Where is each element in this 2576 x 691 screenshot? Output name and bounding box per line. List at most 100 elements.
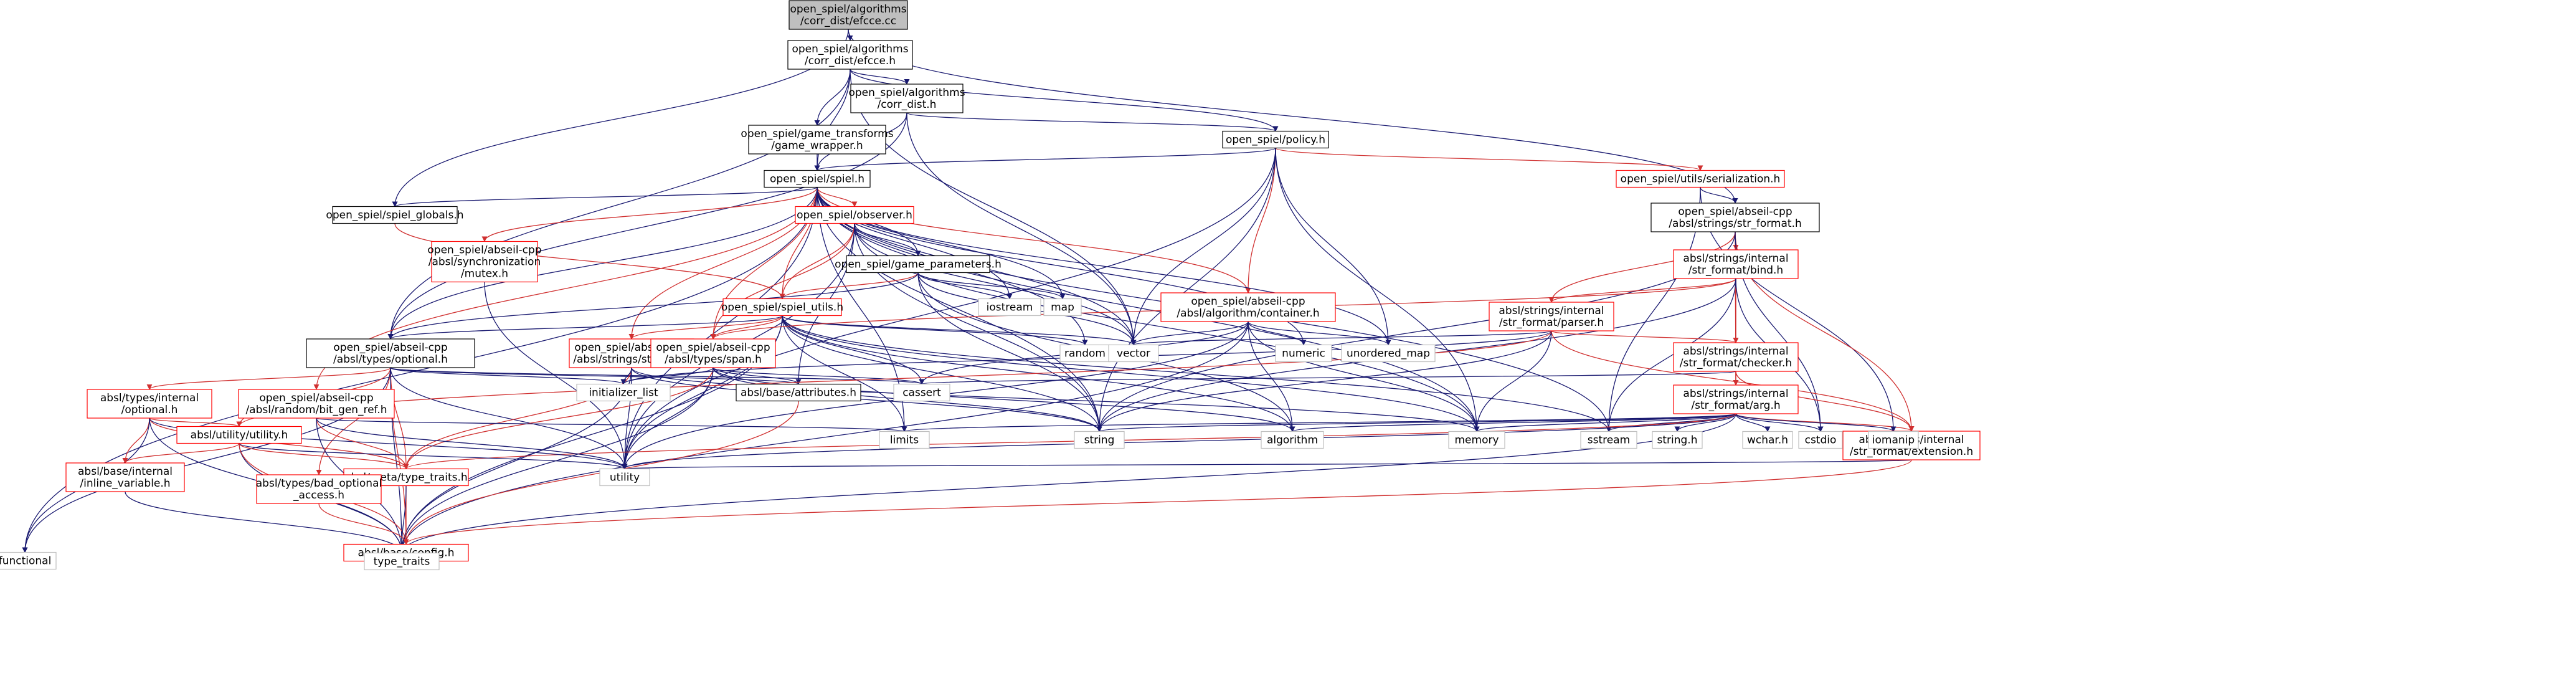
dependency-edge <box>392 186 818 207</box>
header-file-node[interactable]: open_spiel/observer.h <box>795 206 914 224</box>
node-label: open_spiel/game_transforms <box>741 128 893 140</box>
dependency-edge <box>1606 278 1736 432</box>
node-box <box>1160 292 1336 322</box>
dependency-edge-line <box>779 272 919 300</box>
dependency-edge-line <box>1097 413 1736 432</box>
dependency-edge <box>1275 148 1391 346</box>
dependency-edge <box>316 417 628 470</box>
header-file-node[interactable]: open_spiel/game_parameters.h <box>835 255 1002 274</box>
header-file-node[interactable]: open_spiel/abseil-cpp/absl/types/span.h <box>650 338 776 368</box>
node-label: sstream <box>1588 434 1630 447</box>
header-file-node[interactable]: absl/strings/internal/str_format/checker… <box>1673 342 1799 372</box>
system-header-node: utility <box>599 468 650 487</box>
node-box <box>238 389 395 419</box>
node-label: /corr_dist.h <box>878 98 937 111</box>
dependency-edge <box>1275 148 1480 432</box>
header-file-node[interactable]: absl/base/internal/inline_variable.h <box>65 462 185 492</box>
dependency-edge <box>814 147 1276 171</box>
dependency-edge-line <box>782 315 1088 346</box>
node-label: _access.h <box>293 489 344 502</box>
dependency-edge <box>316 417 907 432</box>
dependency-edge-line <box>906 112 1279 132</box>
dependency-edge <box>902 413 1736 432</box>
header-file-node[interactable]: open_spiel/abseil-cpp/absl/synchronizati… <box>427 241 542 283</box>
header-file-node[interactable]: open_spiel/policy.h <box>1222 130 1329 149</box>
dependency-edge <box>917 272 1013 300</box>
header-file-node[interactable]: open_spiel/abseil-cpp/absl/algorithm/con… <box>1160 292 1336 322</box>
dependency-edge-line <box>817 187 1102 432</box>
header-file-node[interactable]: absl/types/internal/optional.h <box>87 389 212 419</box>
dependency-edge <box>399 367 632 554</box>
dependency-edge <box>814 69 851 126</box>
header-file-node[interactable]: open_spiel/game_transforms/game_wrapper.… <box>741 125 894 155</box>
node-label: limits <box>890 434 919 447</box>
system-header-node: unordered_map <box>1341 344 1436 363</box>
node-label: absl/utility/utility.h <box>191 429 288 442</box>
dependency-edge-line <box>1735 413 1896 432</box>
dependency-edge <box>622 413 1736 470</box>
node-label: numeric <box>1282 348 1325 360</box>
header-file-node[interactable]: absl/strings/internal/str_format/arg.h <box>1673 384 1799 414</box>
dependency-edge <box>239 442 628 470</box>
dependency-edge <box>917 272 1066 300</box>
dependency-edge-line <box>1130 148 1276 346</box>
dependency-edge-line <box>1275 148 1480 432</box>
header-file-node[interactable]: open_spiel/abseil-cpp/absl/strings/str_f… <box>1650 203 1820 232</box>
dependency-edge-line <box>399 485 407 554</box>
header-file-node[interactable]: open_spiel/spiel_globals.h <box>326 206 464 224</box>
dependency-edge <box>1096 231 1736 432</box>
header-file-node[interactable]: open_spiel/utils/serialization.h <box>1616 169 1785 188</box>
dependency-edge-line <box>390 367 627 385</box>
dependency-edge-line <box>779 223 855 300</box>
dependency-edge <box>403 367 632 470</box>
node-box <box>1798 431 1843 449</box>
header-file-node[interactable]: absl/strings/internal/str_format/bind.h <box>1673 249 1799 279</box>
dependency-edge <box>1130 330 1552 346</box>
dependency-edge <box>481 187 818 242</box>
node-label: open_spiel/spiel_globals.h <box>326 209 463 222</box>
dependency-edge-line <box>817 187 858 207</box>
node-label: /mutex.h <box>461 268 508 280</box>
dependency-edge-line <box>1096 148 1276 432</box>
dependency-edge-line <box>710 223 855 340</box>
dependency-edge <box>22 187 818 553</box>
header-file-node[interactable]: absl/strings/internal/str_format/parser.… <box>1489 302 1614 331</box>
system-header-node: iomanip <box>1868 431 1919 449</box>
dependency-edge-line <box>1245 148 1276 293</box>
dependency-edge-line <box>403 459 1912 545</box>
node-label: /inline_variable.h <box>80 477 170 490</box>
dependency-edge-line <box>782 315 925 385</box>
header-file-node[interactable]: open_spiel/spiel.h <box>764 169 871 188</box>
dependency-edge <box>1248 321 1307 346</box>
dependency-edge <box>782 315 925 385</box>
system-header-node: random <box>1059 344 1110 363</box>
header-file-node[interactable]: open_spiel/algorithms/corr_dist.h <box>848 83 965 113</box>
dependency-edge <box>122 417 150 464</box>
dependency-edge-line <box>631 367 1480 432</box>
dependency-edge-line <box>628 315 783 340</box>
header-file-node[interactable]: open_spiel/abseil-cpp/absl/random/bit_ge… <box>238 389 395 419</box>
dependency-edge-line <box>239 442 628 470</box>
header-file-node[interactable]: open_spiel/algorithms/corr_dist/efcce.cc <box>788 0 908 30</box>
node-label: open_spiel/abseil-cpp <box>333 341 447 354</box>
system-header-node: cassert <box>893 383 950 402</box>
header-file-node[interactable]: open_spiel/algorithms/corr_dist/efcce.h <box>787 40 913 70</box>
dependency-edge-line <box>146 367 391 390</box>
node-box <box>764 169 871 188</box>
dependency-edge <box>1130 148 1276 346</box>
node-label: open_spiel/abseil-cpp <box>259 392 373 404</box>
node-label: open_spiel/abseil-cpp <box>1678 206 1792 218</box>
system-header-node: sstream <box>1580 431 1637 449</box>
header-file-node[interactable]: open_spiel/abseil-cpp/absl/types/optiona… <box>306 338 475 368</box>
system-header-node: cstdio <box>1798 431 1843 449</box>
dependency-edge <box>850 69 1279 132</box>
dependency-edge-line <box>481 187 818 242</box>
header-file-node[interactable]: absl/types/bad_optional_access.h <box>256 474 382 504</box>
header-file-node[interactable]: absl/base/attributes.h <box>736 383 861 402</box>
dependency-edge-line <box>316 367 391 475</box>
dependency-edge-line <box>125 491 405 554</box>
header-file-node[interactable]: absl/utility/utility.h <box>176 426 302 444</box>
header-file-node[interactable]: open_spiel/spiel_utils.h <box>721 298 843 317</box>
node-box <box>1650 203 1820 232</box>
dependency-edge <box>1700 187 1738 204</box>
